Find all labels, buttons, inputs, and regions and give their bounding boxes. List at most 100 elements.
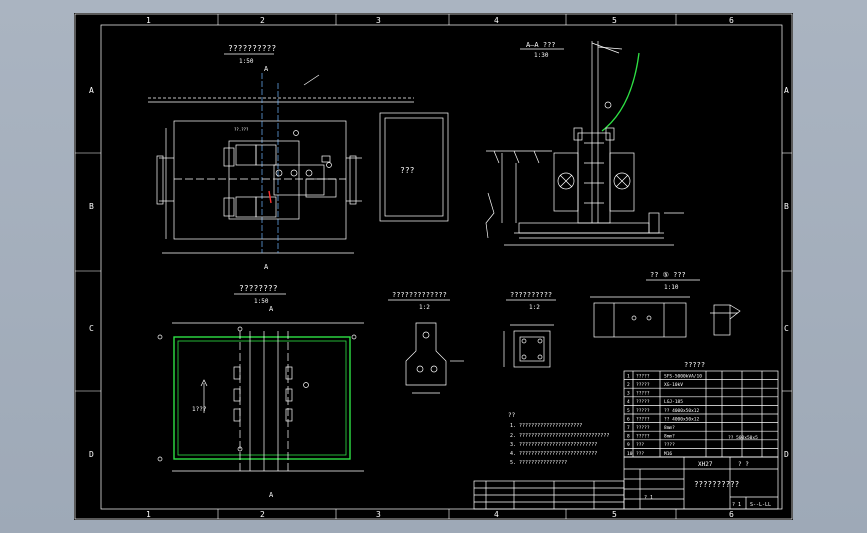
transformer-body-plan [228,140,300,220]
grid-col-2-bottom: 2 [260,510,265,519]
parts-cell-no: 2 [627,382,630,388]
grid-col-3-top: 3 [376,16,381,25]
parts-list-title: ????? [684,361,705,369]
inner-border [100,24,783,510]
detail-3[interactable]: ?? ⑤ ??? 1:10 [590,271,741,338]
section-view-aa[interactable]: A—A ??? 1:30 [485,41,684,246]
base-plinth [518,222,650,234]
foundation-section-mark-top: A [269,305,274,313]
plan-view[interactable]: ?????????? 1:50 A A [148,44,414,271]
title-block[interactable]: XH27 ? ? ?????????? ? 1 S--L-LL ? 1 [473,456,779,510]
grid-row-c-left: C [89,324,94,333]
drawing-sheet-no: ? 1 [644,495,653,501]
grid-col-2-top: 2 [260,16,265,25]
detail-3-title: ?? ⑤ ??? [650,271,686,279]
plan-foundation-outline [173,120,347,240]
parts-cell-no: 4 [627,399,630,405]
notes-heading: ?? [508,412,516,419]
parts-cell-name: ??? [636,442,644,448]
plan-view-title: ?????????? [228,44,276,53]
section-aa-scale: 1:30 [534,52,549,59]
parts-cell-no: 8 [627,434,630,440]
detail-3-scale: 1:10 [664,284,679,291]
cable-arc [601,52,640,132]
parts-cell-name: ????? [636,416,650,422]
parts-cell-spec: 8mm? [664,425,675,431]
detail-2-scale: 1:2 [529,304,540,311]
detail-2[interactable]: ?????????? 1:2 [503,291,556,368]
grid-row-d-left: D [89,450,94,459]
parts-cell-spec: LGJ-185 [664,399,683,405]
grid-zones [75,14,792,519]
parts-cell-name: ????? [636,425,650,431]
grid-col-1-top: 1 [146,16,151,25]
grid-col-1-bottom: 1 [146,510,151,519]
drawing-sheet: 1 2 3 4 5 6 1 2 3 4 5 6 A B C D A B C D [74,13,793,520]
parts-cell-no: 9 [627,442,630,448]
parts-cell-name: ????? [636,434,650,440]
note-line-2: 2. ?????????????????????????????? [510,433,609,439]
outer-border [74,13,793,520]
notes-block: ?? 1. ????????????????????? 2. ?????????… [508,412,609,466]
radiator-right [609,152,635,212]
parts-cell-spec: M16 [664,451,672,457]
parts-cell-spec: XG-10kV [664,382,683,388]
parts-cell-no: 10 [627,451,633,457]
note-line-1: 1. ????????????????????? [510,423,582,429]
detail-1[interactable]: ????????????? 1:2 [388,291,464,394]
grid-row-d-right: D [784,450,789,459]
grid-col-5-top: 5 [612,16,617,25]
grid-row-a-right: A [784,86,789,95]
foundation-outline-selected[interactable] [173,336,351,460]
parts-cell-spec: ???? [664,442,675,448]
parts-cell-no: 6 [627,416,630,422]
parts-cell-name: ??? [636,451,644,457]
parts-list[interactable]: ????? 1?????SFS-5000kVA/102?????XG-10kV3… [623,361,779,458]
parts-list-extra-spec: ?? 500x50x5 [728,435,758,441]
detail-1-bracket [405,322,447,386]
grid-col-6-top: 6 [729,16,734,25]
parts-cell-spec: ?? 4000x50x12 [664,416,700,422]
foundation-section-mark-bottom: A [269,491,274,499]
note-line-4: 4. ?????????????????????????? [510,451,597,457]
detail-2-title: ?????????? [510,291,552,299]
grid-row-c-right: C [784,324,789,333]
side-cabinet-label: ??? [400,166,415,175]
detail-2-plate [513,330,551,368]
drawing-canvas[interactable]: 1 2 3 4 5 6 1 2 3 4 5 6 A B C D A B C D [74,13,793,520]
grid-col-4-top: 4 [494,16,499,25]
grid-col-6-bottom: 6 [729,510,734,519]
parts-cell-spec: 8mm? [664,434,675,440]
drawing-code: XH27 [698,461,713,468]
grid-col-5-bottom: 5 [612,510,617,519]
parts-cell-spec: ?? 4000x50x12 [664,408,700,414]
drawing-stage: ? 1 [732,502,741,508]
plan-view-scale: 1:50 [239,58,254,65]
side-cabinet-inner [384,117,444,217]
grid-row-b-left: B [89,202,94,211]
radiator-left [553,152,579,212]
parts-cell-no: 1 [627,373,630,379]
parts-cell-name: ????? [636,408,650,414]
plan-section-mark-top: A [264,65,269,73]
side-cabinet-outer [379,112,449,222]
svg-text:??.???: ??.??? [234,127,249,132]
foundation-plan[interactable]: ???????? 1:50 A A 1??? [157,284,364,499]
title-block-frame [623,456,779,510]
detail-1-scale: 1:2 [419,304,430,311]
side-cabinet[interactable]: ??? [379,112,449,222]
grid-col-4-bottom: 4 [494,510,499,519]
parts-cell-name: ????? [636,373,650,379]
detail-1-title: ????????????? [392,291,447,299]
parts-cell-name: ????? [636,382,650,388]
note-line-5: 5. ???????????????? [510,460,567,466]
parts-cell-spec: SFS-5000kVA/10 [664,373,702,379]
drawing-date: S--L-LL [750,502,771,508]
transformer-tank-section [577,132,611,224]
drawing-title: ?????????? [694,480,739,489]
grid-row-b-right: B [784,202,789,211]
parts-cell-name: ????? [636,399,650,405]
parts-cell-no: 7 [627,425,630,431]
parts-list-rows: 1?????SFS-5000kVA/102?????XG-10kV3?????4… [624,371,778,458]
